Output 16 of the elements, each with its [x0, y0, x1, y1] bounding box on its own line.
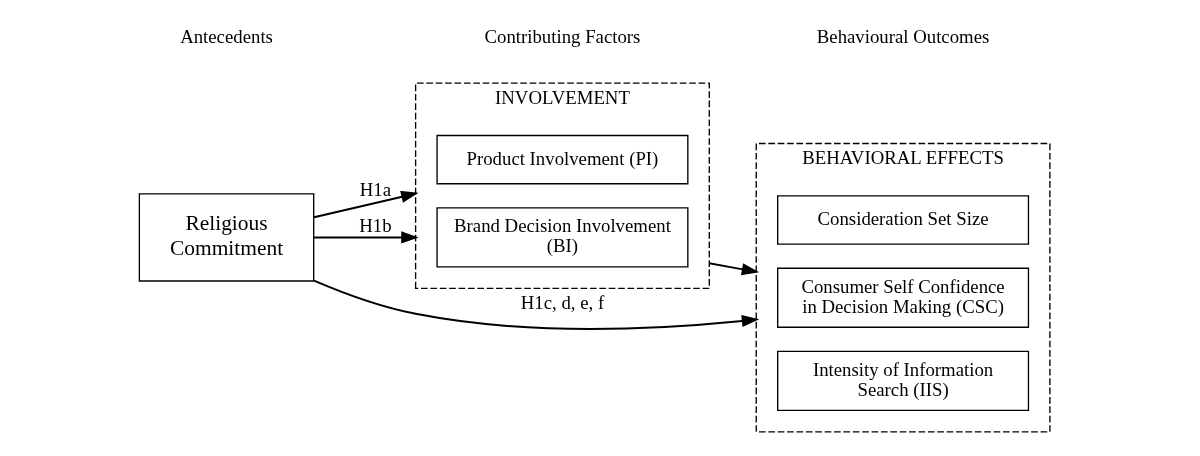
node-box: Religious Commitment	[138, 193, 315, 282]
label: Behavioural Outcomes	[816, 25, 990, 47]
edge-label: H1c, d, e, f	[520, 291, 605, 313]
node-box: Consideration Set Size	[777, 195, 1030, 245]
label: Antecedents	[180, 25, 273, 47]
node-box: Brand Decision Involvement (BI)	[436, 207, 689, 268]
arrow	[313, 190, 419, 219]
arrow	[313, 279, 760, 330]
node-box: Consumer Self Confidence in Decision Making (CSC)	[777, 267, 1030, 328]
arrow	[709, 262, 760, 276]
node-box: Intensity of Information Search (IIS)	[777, 350, 1030, 412]
node-box: Product Involvement (PI)	[436, 134, 689, 185]
arrow	[314, 231, 419, 244]
edge-label: H1b	[359, 215, 392, 237]
label: Contributing Factors	[484, 25, 641, 47]
edge-label: H1a	[359, 179, 392, 201]
